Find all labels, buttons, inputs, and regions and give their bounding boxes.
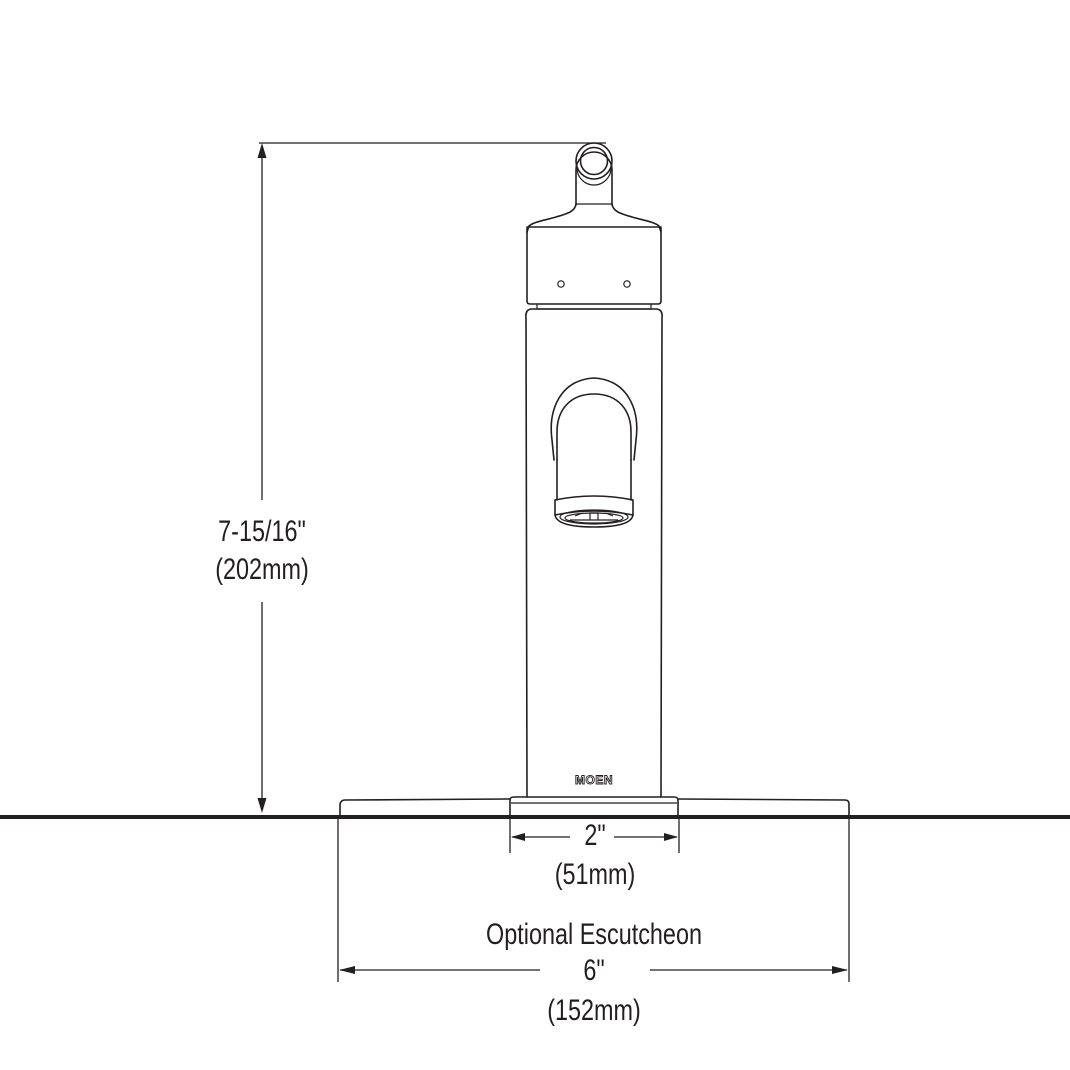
escutcheon-title: Optional Escutcheon (486, 918, 702, 951)
handle-cap (526, 227, 662, 305)
arrow-right-icon (664, 833, 678, 841)
height-label-metric: (202mm) (215, 553, 309, 586)
spout (550, 377, 638, 528)
aerator (554, 514, 634, 528)
escutcheon (339, 798, 850, 816)
set-screw-right (623, 280, 631, 288)
base-width-label-metric: (51mm) (554, 858, 636, 891)
base-width-label-imperial: 2" (584, 819, 606, 852)
faucet-column (525, 308, 663, 798)
faucet-base (509, 796, 679, 816)
height-label-imperial: 7-15/16" (218, 515, 306, 548)
arrow-left-icon (511, 833, 525, 841)
escutcheon-label-imperial: 6" (583, 954, 605, 987)
arrow-up-icon (257, 143, 267, 158)
set-screw-left (557, 280, 565, 288)
handle-shoulder (526, 203, 662, 233)
brand-logo: MOEN (575, 773, 613, 788)
escutcheon-label-metric: (152mm) (547, 994, 641, 1027)
height-dimension-line (257, 142, 606, 813)
base-width-dimension-line (509, 819, 680, 853)
faucet-body (509, 142, 679, 816)
arrow-right-icon (832, 966, 848, 974)
escutcheon-width-dimension-line (337, 819, 850, 982)
handle-knob (575, 142, 613, 206)
arrow-left-icon (339, 966, 355, 974)
arrow-down-icon (257, 798, 267, 813)
